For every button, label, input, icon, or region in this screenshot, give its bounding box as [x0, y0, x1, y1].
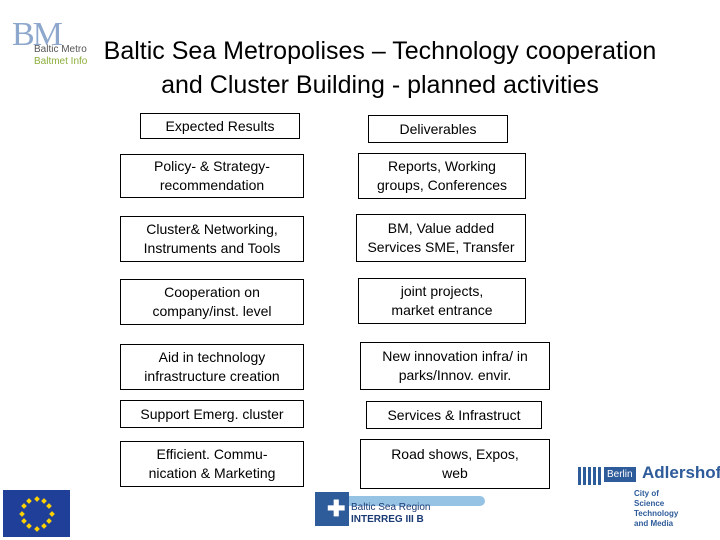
result-line: Policy- & Strategy- — [154, 158, 270, 174]
deliverable-line: BM, Value added — [387, 220, 495, 236]
eu-star-icon — [26, 523, 32, 530]
adlershof-badge: Berlin — [604, 467, 636, 482]
result-box: Aid in technology infrastructure creation — [120, 344, 304, 390]
deliverable-box: joint projects, market entrance — [358, 278, 526, 324]
deliverable-line: Reports, Working — [388, 158, 496, 174]
eu-star-icon — [33, 525, 40, 532]
adlershof-tagline-line: Technology — [634, 509, 679, 518]
result-line: Cooperation on — [164, 284, 260, 300]
adlershof-bars-icon — [578, 467, 602, 485]
eu-star-icon — [46, 503, 53, 509]
header-deliverables-label: Deliverables — [399, 120, 477, 137]
adlershof-name: Adlershof — [642, 463, 720, 482]
eu-flag-icon — [3, 490, 70, 537]
slide-title: Baltic Sea Metropolises – Technology coo… — [40, 34, 720, 102]
header-deliverables: Deliverables — [368, 115, 508, 143]
eu-star-icon — [48, 510, 55, 517]
deliverable-box: New innovation infra/ in parks/Innov. env… — [360, 342, 550, 390]
eu-star-icon — [26, 497, 32, 504]
adlershof-tagline-line: Science — [634, 499, 665, 508]
eu-star-icon — [20, 503, 27, 509]
deliverable-box: Services & Infrastruct — [366, 401, 542, 429]
deliverable-line: Services & Infrastruct — [387, 406, 521, 423]
result-line: Aid in technology — [158, 349, 266, 365]
adlershof-tagline-line: City of — [634, 489, 659, 498]
result-box: Policy- & Strategy-recommendation — [120, 154, 304, 198]
bm-logo-mark: BM — [12, 16, 63, 53]
result-box: Efficient. Commu-nication & Marketing — [120, 441, 304, 487]
slide-title-line1: Baltic Sea Metropolises – Technology coo… — [103, 37, 657, 65]
result-line: Support Emerg. cluster — [140, 405, 284, 422]
interreg-band — [337, 496, 485, 506]
eu-star-icon — [41, 497, 47, 504]
deliverable-box: Reports, Working groups, Conferences — [358, 153, 526, 199]
interreg-line2: INTERREG III B — [351, 514, 424, 525]
result-line: company/inst. level — [152, 303, 272, 319]
deliverable-line: groups, Conferences — [377, 177, 507, 193]
interreg-logo: ✚ Baltic Sea Region INTERREG III B — [315, 492, 485, 538]
result-line: Instruments and Tools — [143, 240, 281, 256]
deliverable-line: Services SME, Transfer — [367, 239, 515, 255]
adlershof-tagline-line: and Media — [634, 519, 674, 528]
bm-logo: BM Baltic Metro Baltmet Info — [6, 14, 106, 80]
deliverable-line: parks/Innov. envir. — [398, 367, 512, 383]
deliverable-line: New innovation infra/ in — [382, 348, 528, 364]
eu-star-icon — [18, 510, 25, 517]
slide-title-line2: and Cluster Building - planned activitie… — [161, 71, 599, 99]
result-line: Cluster& Networking, — [146, 221, 278, 237]
eu-star-icon — [46, 518, 53, 524]
interreg-cross-icon: ✚ — [327, 496, 346, 521]
bm-logo-line2: Baltmet Info — [34, 56, 88, 67]
eu-star-icon — [33, 495, 40, 502]
interreg-mark — [315, 492, 349, 526]
result-box: Support Emerg. cluster — [120, 400, 304, 428]
deliverable-line: market entrance — [391, 302, 493, 318]
result-line: recommendation — [159, 177, 265, 193]
deliverable-line: web — [442, 465, 468, 481]
adlershof-tagline: City of Science Technology and Media — [634, 489, 678, 529]
interreg-line1: Baltic Sea Region — [351, 502, 431, 513]
result-line: infrastructure creation — [144, 368, 280, 384]
deliverable-line: joint projects, — [400, 283, 484, 299]
result-line: nication & Marketing — [148, 465, 276, 481]
adlershof-logo: Berlin Adlershof City of Science Technol… — [578, 463, 720, 539]
deliverable-line: Road shows, Expos, — [391, 446, 519, 462]
header-expected-results: Expected Results — [140, 113, 300, 139]
result-line: Efficient. Commu- — [156, 446, 268, 462]
eu-star-icon — [41, 523, 47, 530]
bm-logo-line1: Baltic Metro — [34, 44, 87, 55]
deliverable-box: Road shows, Expos, web — [360, 439, 550, 489]
result-box: Cluster& Networking, Instruments and Tool… — [120, 216, 304, 262]
eu-star-icon — [20, 518, 27, 524]
result-box: Cooperation on company/inst. level — [120, 279, 304, 325]
header-expected-results-label: Expected Results — [165, 117, 275, 134]
